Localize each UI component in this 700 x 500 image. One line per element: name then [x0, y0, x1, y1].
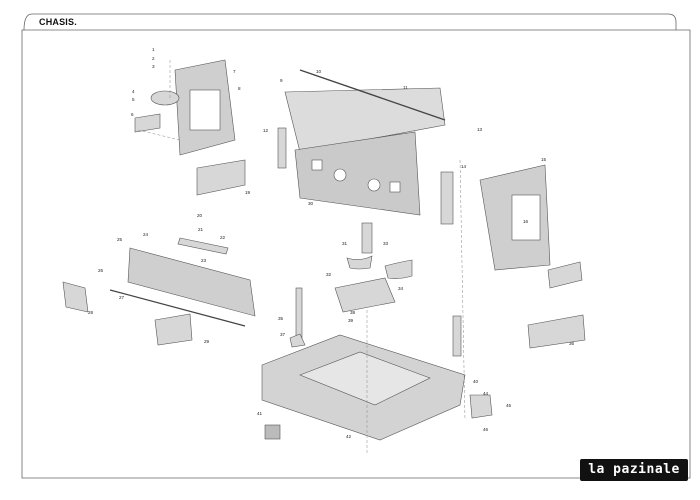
rear-hole-a [333, 168, 347, 182]
callout-35: 35 [278, 316, 284, 321]
post-14 [440, 171, 454, 225]
callout-20: 20 [197, 213, 203, 218]
callout-14: 14 [461, 164, 467, 169]
foot-41 [264, 424, 281, 440]
part-33a [346, 255, 373, 270]
frame-border [21, 13, 691, 479]
callout-42: 42 [346, 434, 352, 439]
rear-hole-b [367, 178, 381, 192]
bracket-22 [177, 237, 229, 255]
callout-22: 22 [220, 235, 226, 240]
callout-38: 38 [350, 310, 356, 315]
page-title: CHASIS. [39, 17, 77, 27]
wedge-37 [289, 333, 306, 348]
dash-4 [137, 129, 181, 141]
rear-hole-d [389, 181, 401, 193]
right-panel-window [511, 194, 541, 241]
callout-39: 39 [348, 318, 354, 323]
bracket-6b [547, 261, 583, 289]
bracket-19 [196, 159, 246, 196]
callout-labels: 1 2 3 4 5 6 7 8 9 10 11 12 13 14 15 16 1… [88, 47, 575, 439]
callout-34: 34 [398, 286, 404, 291]
callout-37: 37 [280, 332, 286, 337]
callout-46: 46 [483, 427, 489, 432]
post-31 [361, 222, 373, 254]
front-panel-25 [127, 247, 256, 317]
callout-5: 5 [132, 97, 135, 102]
callout-45: 45 [506, 403, 512, 408]
top-plate-11 [284, 87, 446, 153]
parts-layer [62, 59, 586, 441]
callout-25: 25 [117, 237, 123, 242]
brand-logo: la pazinale [580, 459, 688, 481]
bracket-45 [469, 394, 493, 419]
callout-33: 33 [383, 241, 389, 246]
callout-12: 12 [263, 128, 269, 133]
callout-27: 27 [119, 295, 125, 300]
callout-28: 28 [88, 310, 94, 315]
dash-1 [459, 159, 466, 421]
rod-10 [299, 69, 446, 121]
bar-12 [277, 127, 287, 169]
callout-9: 9 [280, 78, 283, 83]
callout-44: 44 [483, 391, 489, 396]
callout-40: 40 [473, 379, 479, 384]
part-33b [384, 259, 413, 279]
callout-31: 31 [342, 241, 348, 246]
callout-4: 4 [132, 89, 135, 94]
assembly-lines [137, 60, 466, 455]
callout-13: 13 [477, 127, 483, 132]
tray-32 [334, 277, 396, 313]
callout-41: 41 [257, 411, 263, 416]
left-panel-window [189, 89, 221, 131]
bracket-29 [154, 313, 193, 346]
callout-15: 15 [541, 157, 547, 162]
callout-1: 1 [152, 47, 155, 52]
callout-6: 6 [131, 112, 134, 117]
callout-19: 19 [245, 190, 251, 195]
callout-26: 26 [98, 268, 104, 273]
small-bracket-6 [134, 113, 161, 133]
callout-21: 21 [198, 227, 204, 232]
callout-29: 29 [204, 339, 210, 344]
rear-panel-30 [294, 131, 421, 216]
left-hinge-plate [150, 90, 180, 106]
rod-26 [109, 289, 246, 327]
brand-logo-text: la pazinale [588, 462, 680, 477]
callout-30: 30 [308, 201, 314, 206]
callout-23: 23 [201, 258, 207, 263]
callout-2: 2 [152, 56, 155, 61]
bracket-36 [527, 314, 586, 349]
base-opening [299, 351, 431, 406]
callout-36: 36 [569, 341, 575, 346]
callout-16: 16 [523, 219, 529, 224]
callout-8: 8 [238, 86, 241, 91]
rear-hole-c [311, 159, 323, 171]
callout-32: 32 [326, 272, 332, 277]
callout-11: 11 [403, 85, 408, 90]
callout-7: 7 [233, 69, 236, 74]
callout-24: 24 [143, 232, 149, 237]
column-35 [295, 287, 303, 341]
plate-28 [62, 281, 89, 313]
callout-10: 10 [316, 69, 322, 74]
callout-3: 3 [152, 64, 155, 69]
column-35b [452, 315, 462, 357]
